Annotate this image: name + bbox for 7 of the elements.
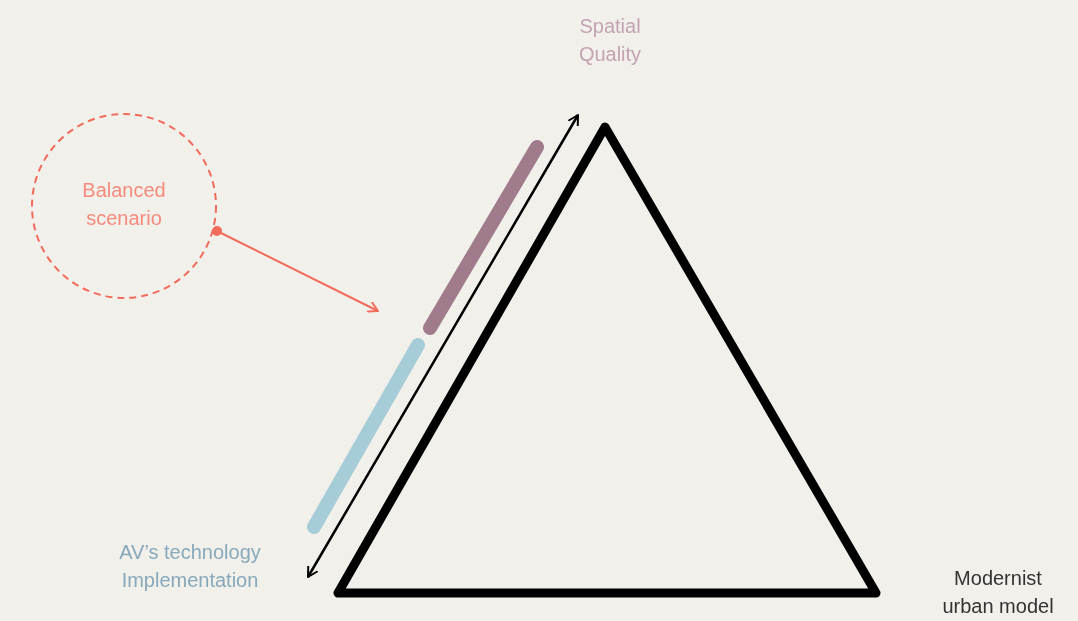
arrow — [306, 114, 580, 578]
corner-label: Modernist urban model — [941, 566, 1055, 619]
circle-label: Balanced scenario — [81, 178, 167, 231]
axis-label: Spatial Quality — [560, 12, 660, 68]
dashed-circle — [30, 112, 218, 300]
arrow — [212, 226, 379, 313]
axis-label: AV’s technology Implementation — [115, 538, 265, 594]
